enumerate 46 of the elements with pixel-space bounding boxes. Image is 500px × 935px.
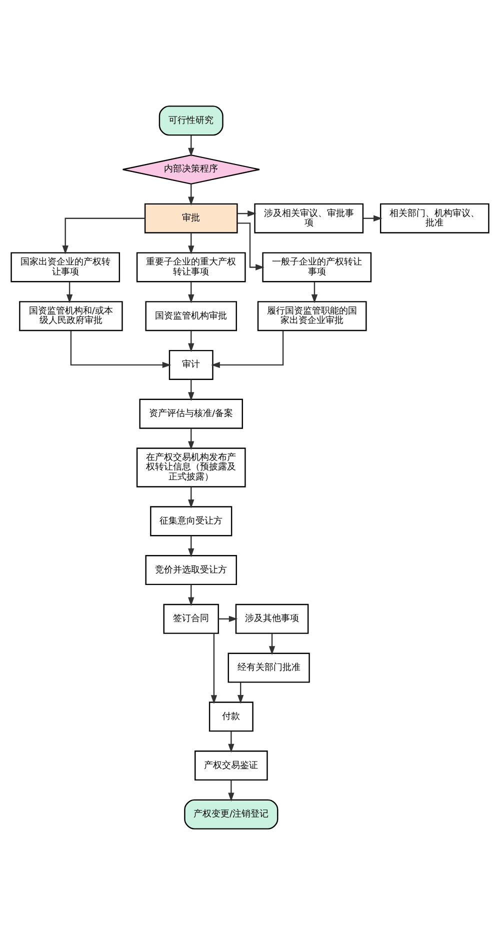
node-box: 相关部门、机构审议、批准 [380,203,490,234]
arrow [188,380,194,401]
node-box: 在产权交易机构发布产权转让信息（预披露及正式披露） [136,448,246,488]
node-box: 经有关部门批准 [228,652,310,683]
arrow [211,330,284,368]
arrow [66,282,73,304]
arrow [228,780,234,802]
node-diamond: 内部决策程序 [122,154,260,185]
arrow [188,282,194,304]
arrow [188,330,194,352]
arrow [210,633,218,704]
arrow [363,215,382,222]
arrow [188,428,194,450]
node-box: 审计 [168,350,214,380]
node-box: 重要子企业的重大产权转让事项 [136,252,246,282]
arrow [311,282,318,304]
arrow [238,682,244,704]
node-box: 涉及其他事项 [235,604,309,634]
arrow [188,536,194,558]
arrow [237,222,264,270]
node-box: 履行国资监管职能的国家出资企业审批 [257,301,367,332]
node-box: 签订合同 [163,604,219,634]
arrow [188,135,194,157]
arrow [62,218,145,254]
node-box: 产权变更/注销登记 [184,799,278,830]
node-box: 资产评估与核准/备案 [139,398,243,429]
node-box: 竞价并选取受让方 [145,555,237,586]
arrow [228,731,234,753]
node-box: 一般子企业的产权转让事项 [262,252,372,282]
node-box: 征集意向受让方 [150,506,232,536]
arrow [188,233,194,254]
arrow [237,210,256,217]
arrow [70,330,172,368]
node-box: 审批 [144,203,238,234]
arrow [188,184,194,206]
node-box: 国资监管机构和/或本级人民政府审批 [19,301,123,332]
node-box: 国资监管机构审批 [145,301,237,332]
arrow [268,634,276,655]
arrow [188,486,194,508]
node-box: 可行性研究 [158,106,224,136]
node-box: 涉及相关审议、审批事项 [254,203,364,234]
node-box: 国家出资企业的产权转让事项 [10,252,120,282]
node-box: 产权交易鉴证 [194,750,268,781]
arrow [218,616,238,622]
arrow [188,584,194,606]
node-box: 付款 [208,702,254,732]
